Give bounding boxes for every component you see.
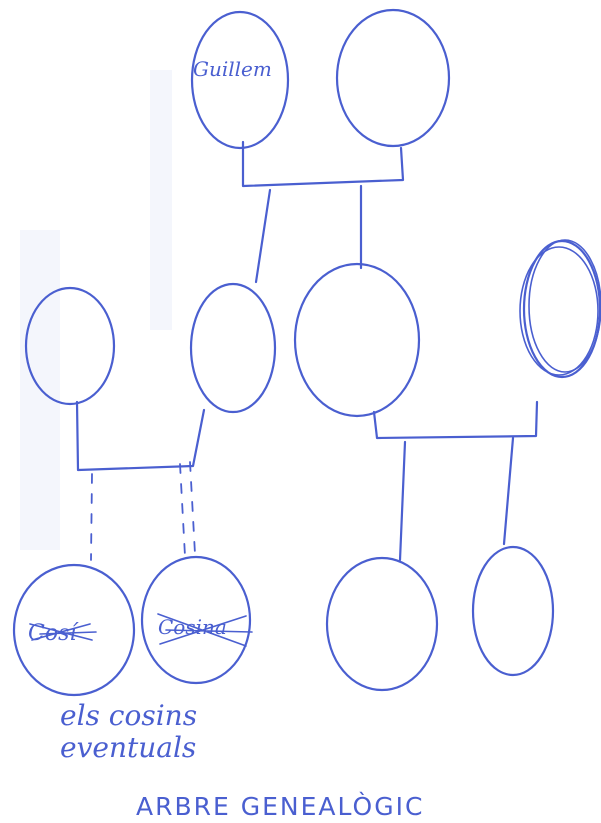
grandparent-right-circle [335, 8, 451, 148]
cousin-1-scribble [29, 623, 97, 641]
diagram-title: ARBRE GENEALÒGIC [136, 791, 424, 821]
dashed-descent-cousin-2b [189, 461, 196, 555]
parent-b-circle [189, 282, 277, 414]
descent-line-left [254, 188, 272, 284]
dashed-descent-cousin-1 [90, 473, 93, 561]
annotation-line-1: els cosins [60, 699, 197, 732]
left-couple-connector [75, 400, 206, 472]
child-4-circle [471, 545, 555, 677]
annotation-line-2: eventuals [60, 731, 196, 764]
grandparents-couple-connector [241, 140, 405, 188]
cousin-2-circle [140, 555, 252, 685]
dashed-descent-cousin-2a [179, 463, 186, 557]
parent-d-circle-overstroke [519, 246, 599, 376]
paper-bleed-mark [150, 70, 172, 330]
grandparent-left-circle [190, 10, 290, 150]
descent-line-child-3 [398, 440, 407, 562]
right-couple-connector [372, 400, 539, 440]
parent-a-circle [24, 286, 116, 406]
cousin-1-circle [12, 563, 136, 697]
parent-c-circle [293, 262, 421, 418]
cousin-2-scribble [157, 613, 253, 647]
descent-line-child-4 [502, 436, 515, 546]
grandparent-left-name: Guillem [193, 57, 272, 81]
child-3-circle [325, 556, 439, 692]
parent-d-circle-overstroke [528, 239, 601, 373]
